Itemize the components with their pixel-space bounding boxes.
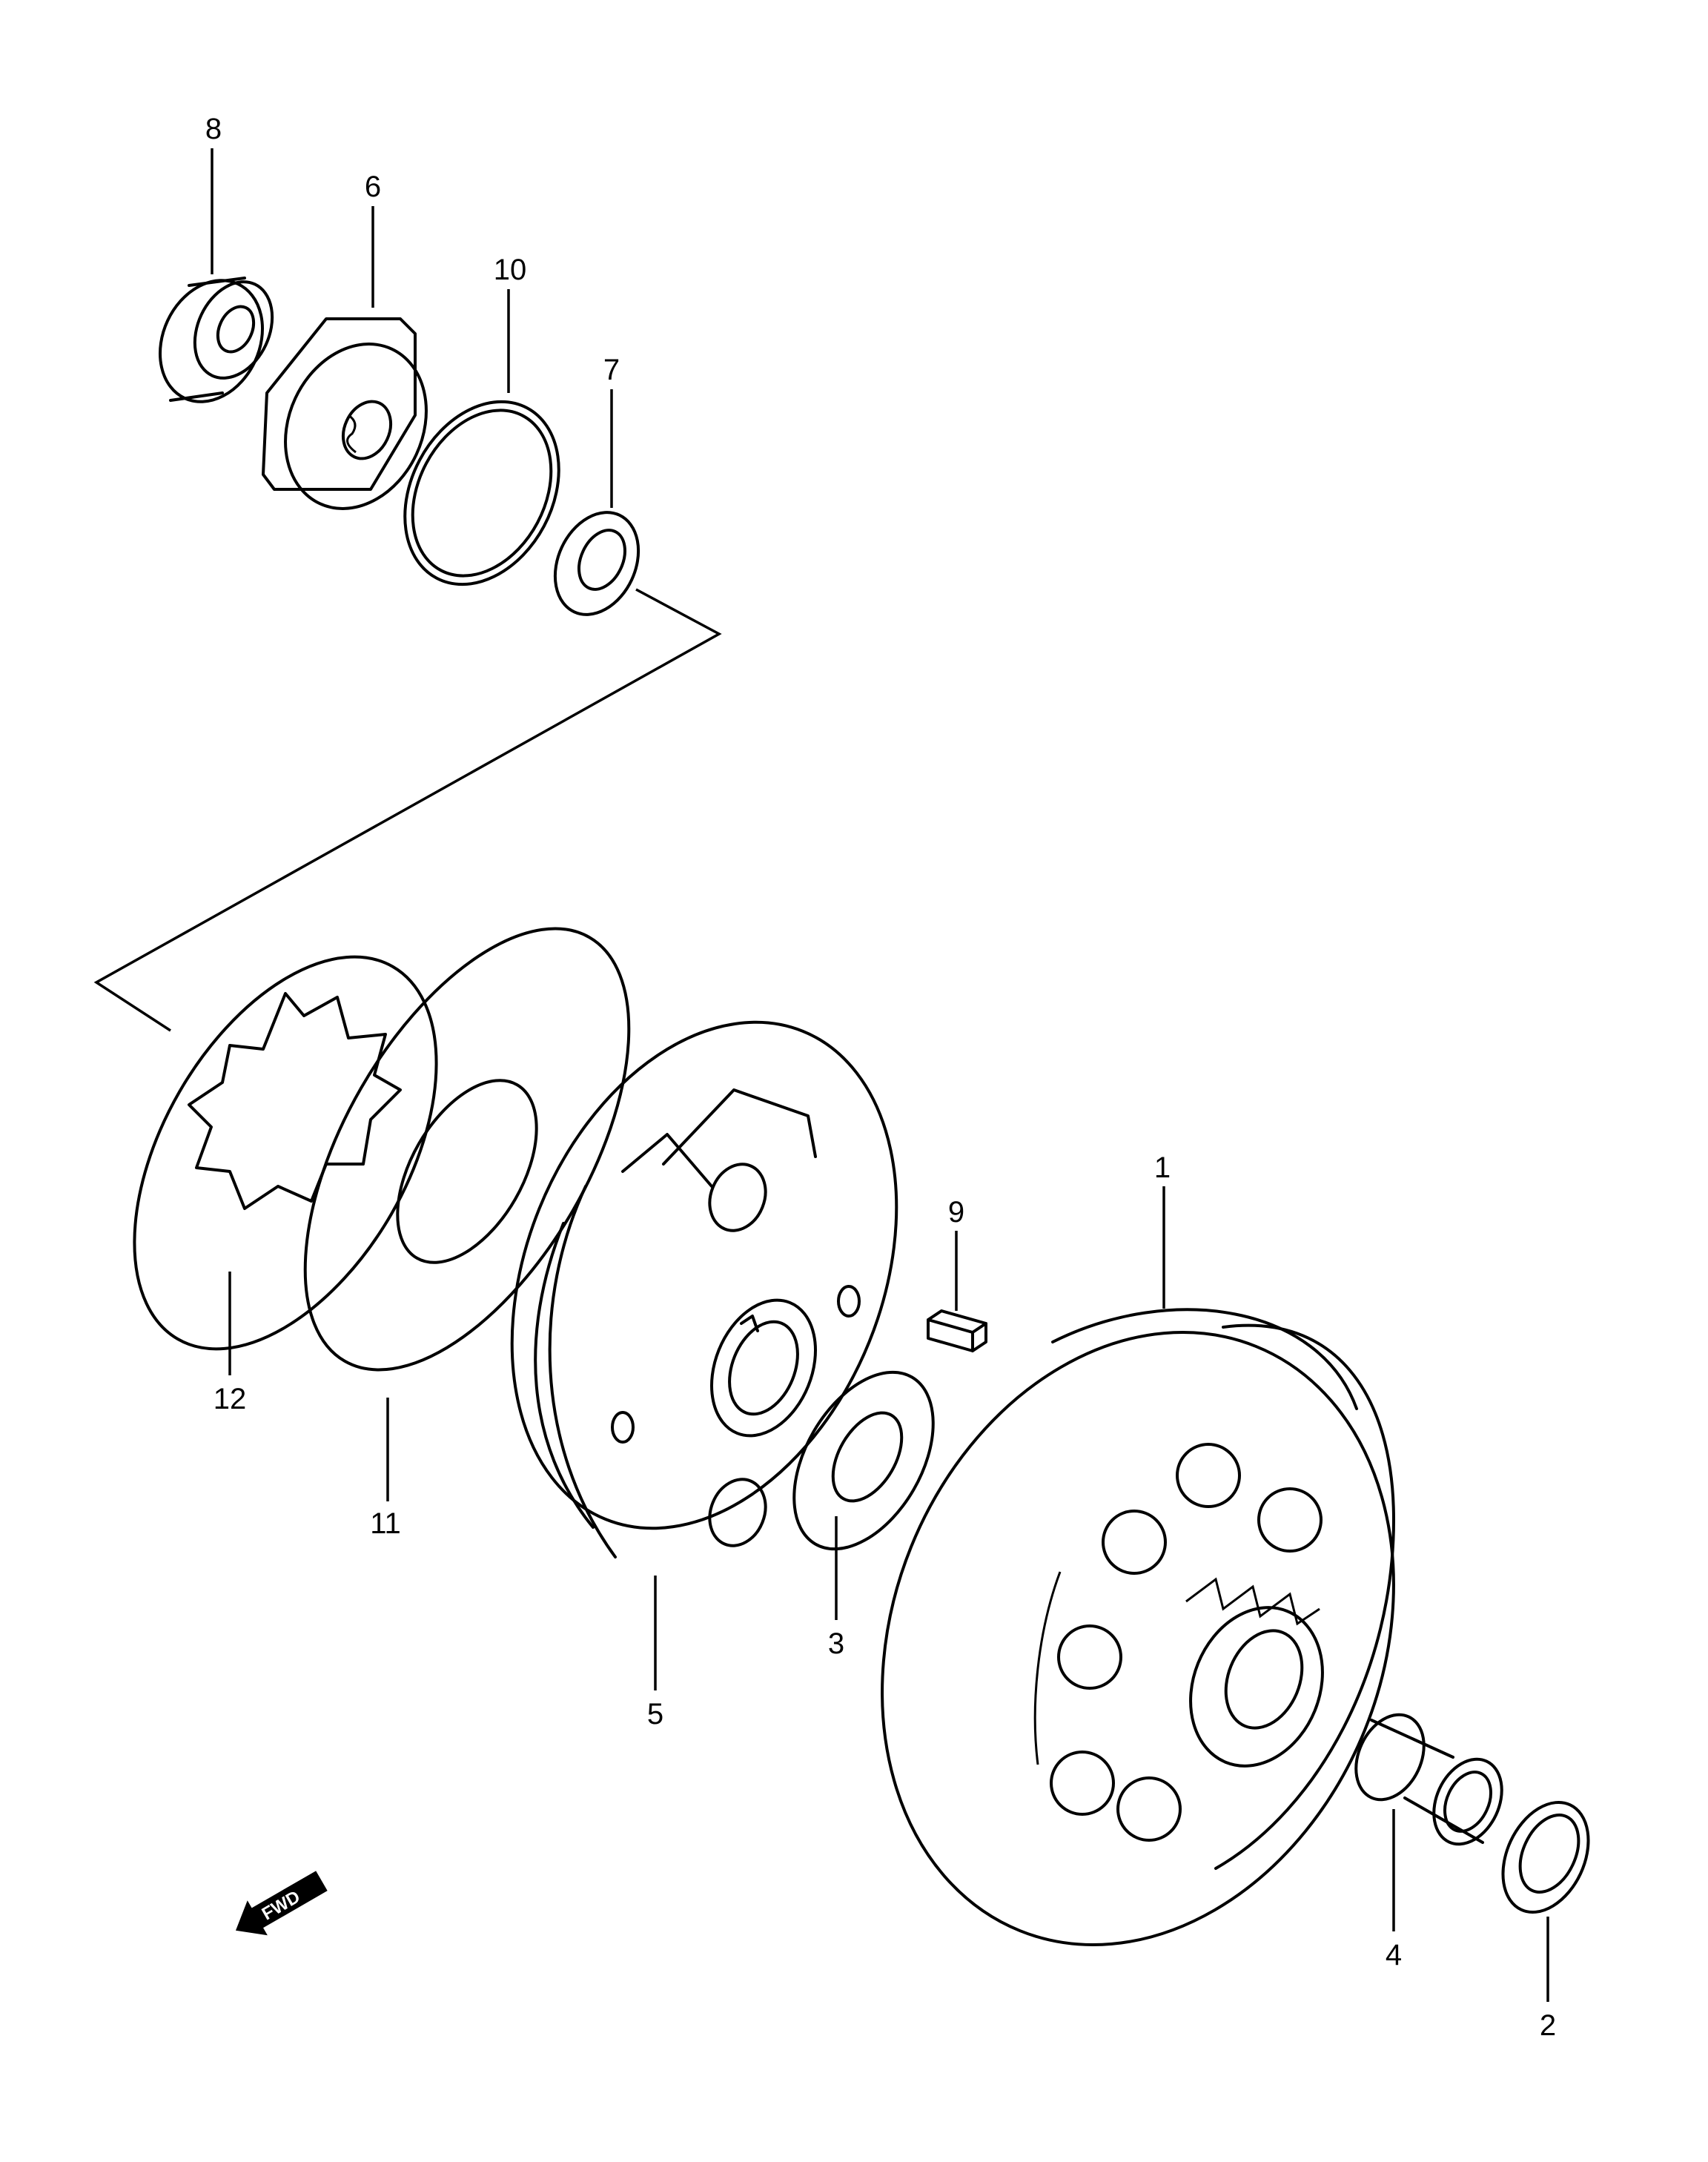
key-9 — [927, 1309, 987, 1352]
callout-3: 3 — [828, 1627, 844, 1660]
callout-7: 7 — [603, 354, 620, 386]
callout-8: 8 — [205, 113, 222, 145]
callout-2: 2 — [1540, 2009, 1556, 2042]
nut-6 — [262, 317, 428, 510]
assembly-axis-line — [93, 588, 722, 1032]
spacer-4 — [1354, 1713, 1503, 1846]
leader-lines — [211, 148, 1549, 2002]
callout-12: 12 — [214, 1383, 247, 1415]
callout-4: 4 — [1386, 1939, 1402, 1971]
callout-10: 10 — [494, 254, 527, 286]
callout-9: 9 — [948, 1196, 964, 1229]
callout-6: 6 — [365, 171, 381, 203]
washer-7 — [553, 511, 640, 616]
thrust-washer-3 — [792, 1370, 935, 1551]
callout-11: 11 — [370, 1507, 401, 1540]
fwd-arrow-icon: FWD — [235, 1871, 328, 1936]
o-ring-10 — [403, 400, 560, 586]
clutch-housing-1 — [881, 1308, 1395, 1946]
lock-washer-12 — [133, 955, 438, 1351]
callout-5: 5 — [647, 1698, 663, 1730]
washer-2 — [1501, 1800, 1590, 1914]
clutch-shoe-5 — [510, 1020, 898, 1558]
callout-1: 1 — [1154, 1151, 1171, 1184]
plate-11 — [303, 927, 631, 1372]
bearing-8 — [159, 277, 274, 403]
